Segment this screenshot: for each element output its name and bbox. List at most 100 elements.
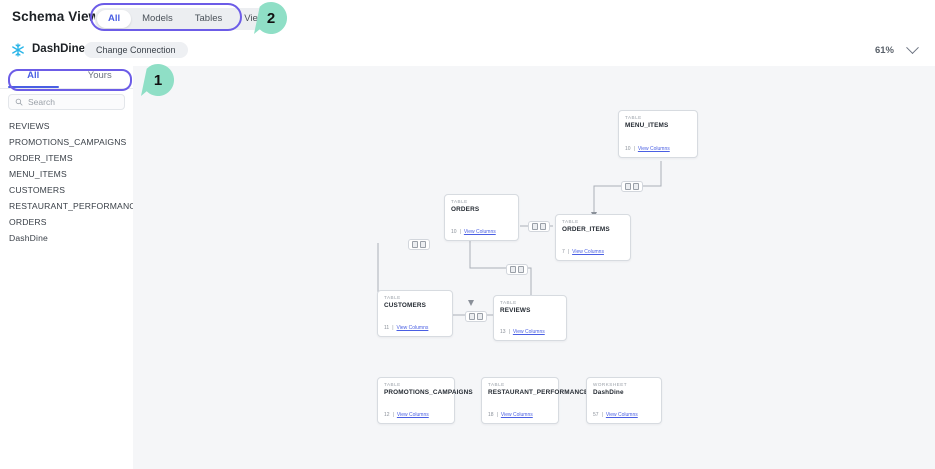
- table-node[interactable]: TABLE MENU_ITEMS 10 | View Columns: [618, 110, 698, 158]
- separator: |: [496, 412, 498, 418]
- list-item[interactable]: PROMOTIONS_CAMPAIGNS: [9, 137, 127, 147]
- view-columns-link[interactable]: View Columns: [572, 249, 604, 255]
- callout-marker-2: 2: [253, 0, 289, 36]
- relationship-badge[interactable]: [621, 181, 643, 192]
- schema-canvas[interactable]: TABLE MENU_ITEMS 10 | View Columns TABLE…: [133, 66, 935, 469]
- sidebar-tab-yours[interactable]: Yours: [87, 70, 112, 81]
- table-node[interactable]: TABLE PROMOTIONS_CAMPAIGNS 12 | View Col…: [377, 377, 473, 424]
- view-columns-link[interactable]: View Columns: [396, 412, 429, 418]
- connection-name: DashDine: [32, 43, 86, 55]
- view-filter-tabs: All Models Tables Views: [95, 8, 283, 30]
- snowflake-icon: [12, 43, 24, 57]
- link-icon: [540, 223, 546, 230]
- node-footer: 7 | View Columns: [562, 249, 604, 255]
- table-node[interactable]: TABLE ORDER_ITEMS 7 | View Columns: [555, 214, 631, 261]
- page-title: Schema Viewer: [12, 9, 113, 24]
- table-node[interactable]: TABLE CUSTOMERS 11 | View Columns: [377, 290, 453, 337]
- list-item[interactable]: CUSTOMERS: [9, 185, 66, 195]
- table-node[interactable]: TABLE ORDERS 10 | View Columns: [444, 194, 519, 241]
- chevron-down-icon[interactable]: [906, 40, 919, 54]
- node-name: DashDine: [593, 389, 624, 396]
- node-footer: 12 | View Columns: [384, 412, 429, 418]
- node-kind: TABLE: [451, 199, 468, 204]
- column-count: 12: [384, 412, 390, 418]
- search-input[interactable]: Search: [8, 94, 125, 110]
- relationship-badge[interactable]: [408, 239, 430, 250]
- separator: |: [601, 412, 603, 418]
- sidebar-tabs: All Yours: [0, 66, 133, 88]
- search-placeholder: Search: [28, 97, 55, 107]
- callout-label: 1: [153, 71, 163, 89]
- node-kind: TABLE: [488, 382, 505, 387]
- callout-marker-1: 1: [140, 62, 176, 98]
- table-node[interactable]: TABLE RESTAURANT_PERFORMANCE_METRICS 18 …: [481, 377, 622, 424]
- key-icon: [625, 183, 631, 190]
- sidebar-tab-all[interactable]: All: [0, 66, 67, 88]
- node-footer: 10 | View Columns: [625, 146, 670, 152]
- worksheet-node[interactable]: WORKSHEET DashDine 57 | View Columns: [586, 377, 662, 424]
- table-node[interactable]: TABLE REVIEWS 13 | View Columns: [493, 295, 567, 341]
- node-footer: 11 | View Columns: [384, 325, 428, 331]
- node-name: MENU_ITEMS: [625, 122, 669, 129]
- tab-all[interactable]: All: [97, 10, 132, 28]
- zoom-level-value: 61%: [874, 44, 894, 56]
- node-kind: TABLE: [500, 300, 517, 305]
- view-columns-link[interactable]: View Columns: [396, 325, 429, 331]
- node-name: REVIEWS: [500, 307, 531, 314]
- schema-object-list: REVIEWS PROMOTIONS_CAMPAIGNS ORDER_ITEMS…: [0, 118, 187, 246]
- key-icon: [412, 241, 418, 248]
- callout-label: 2: [266, 9, 276, 27]
- column-count: 11: [384, 325, 390, 331]
- node-name: PROMOTIONS_CAMPAIGNS: [384, 389, 473, 396]
- view-columns-link[interactable]: View Columns: [605, 412, 638, 418]
- key-icon: [510, 266, 516, 273]
- tab-models[interactable]: Models: [142, 13, 173, 24]
- list-item[interactable]: REVIEWS: [9, 121, 50, 131]
- node-footer: 10 | View Columns: [451, 229, 496, 235]
- view-columns-link[interactable]: View Columns: [500, 412, 533, 418]
- tab-tables[interactable]: Tables: [194, 13, 223, 24]
- node-kind: WORKSHEET: [593, 382, 628, 387]
- node-footer: 13 | View Columns: [500, 329, 545, 335]
- tab-views[interactable]: Views: [244, 13, 270, 24]
- link-icon: [420, 241, 426, 248]
- change-connection-button[interactable]: Change Connection: [84, 42, 188, 58]
- link-icon: [518, 266, 524, 273]
- node-name: ORDER_ITEMS: [562, 226, 610, 233]
- top-bar: Schema Viewer All Models Tables Views: [0, 0, 935, 34]
- relationship-badge[interactable]: [528, 221, 550, 232]
- list-item[interactable]: MENU_ITEMS: [9, 169, 67, 179]
- list-item[interactable]: ORDERS: [9, 217, 47, 227]
- list-item[interactable]: ORDER_ITEMS: [9, 153, 73, 163]
- key-icon: [532, 223, 538, 230]
- column-count: 7: [562, 249, 565, 255]
- column-count: 57: [593, 412, 599, 418]
- relationship-badge[interactable]: [506, 264, 528, 275]
- list-item[interactable]: DashDine: [9, 233, 48, 243]
- node-name: ORDERS: [451, 206, 480, 213]
- relationship-badge[interactable]: [465, 311, 487, 322]
- node-name: RESTAURANT_PERFORMANCE_METRICS: [488, 389, 622, 396]
- view-columns-link[interactable]: View Columns: [637, 146, 670, 152]
- zoom-control[interactable]: 61%: [867, 40, 925, 59]
- separator: |: [508, 329, 510, 335]
- node-name: CUSTOMERS: [384, 302, 427, 309]
- sidebar: All Yours Search REVIEWS PROMOTIONS_CAMP…: [0, 66, 187, 469]
- node-footer: 57 | View Columns: [593, 412, 638, 418]
- view-columns-link[interactable]: View Columns: [463, 229, 496, 235]
- column-count: 13: [500, 329, 506, 335]
- link-icon: [633, 183, 639, 190]
- list-item[interactable]: RESTAURANT_PERFORMANCE_METRICS: [9, 201, 187, 211]
- node-footer: 18 | View Columns: [488, 412, 533, 418]
- column-count: 18: [488, 412, 494, 418]
- separator: |: [633, 146, 635, 152]
- node-kind: TABLE: [384, 382, 401, 387]
- node-kind: TABLE: [562, 219, 579, 224]
- column-count: 10: [625, 146, 631, 152]
- column-count: 10: [451, 229, 457, 235]
- key-icon: [469, 313, 475, 320]
- view-columns-link[interactable]: View Columns: [512, 329, 545, 335]
- separator: |: [392, 412, 394, 418]
- search-icon: [15, 98, 23, 106]
